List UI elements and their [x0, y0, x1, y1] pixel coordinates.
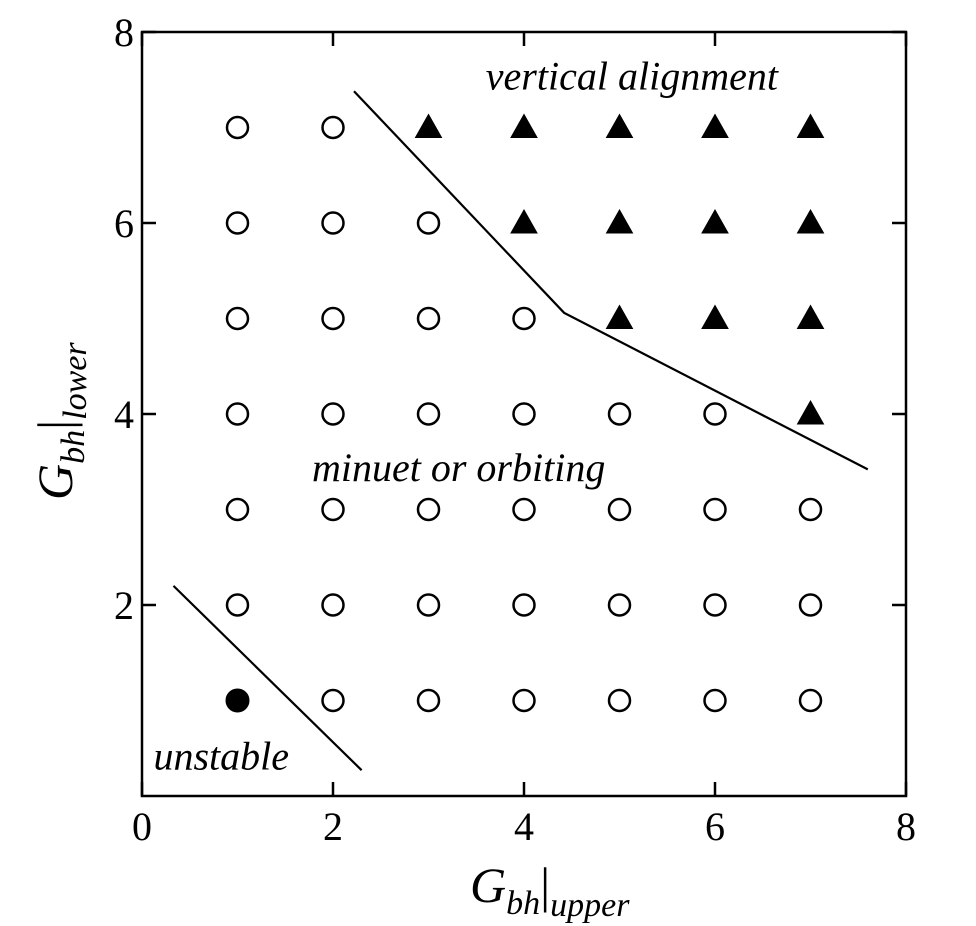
open-circle-point — [225, 115, 250, 140]
regime-boundary-line — [353, 90, 869, 471]
open-circle-point — [607, 593, 632, 617]
open-circle-point — [798, 688, 823, 713]
open-circle-point — [607, 402, 632, 426]
filled-triangle-point — [796, 304, 825, 329]
open-circle-point — [321, 497, 345, 522]
open-circle-point — [798, 497, 823, 522]
open-circle-point — [703, 402, 727, 426]
open-circle-point — [225, 497, 250, 522]
open-circle-point — [512, 402, 536, 426]
open-circle-point — [512, 593, 536, 617]
open-circle-point — [703, 497, 727, 522]
filled-triangle-point — [796, 399, 825, 425]
y-tick-label: 2 — [114, 583, 134, 628]
region-annotation: unstable — [153, 733, 289, 778]
y-tick-label: 4 — [114, 392, 134, 437]
filled-triangle-point — [796, 208, 825, 234]
y-axis-label: Gbh|lower — [27, 342, 94, 500]
open-circle-point — [607, 688, 632, 713]
open-circle-point — [416, 497, 441, 522]
x-axis-label: Gbh|upper — [470, 857, 630, 924]
open-circle-point — [512, 497, 536, 522]
open-circle-point — [416, 211, 441, 235]
open-circle-point — [703, 688, 727, 713]
regime-boundary-line — [172, 585, 363, 771]
filled-triangle-point — [605, 304, 634, 329]
open-circle-point — [416, 402, 441, 426]
filled-triangle-point — [605, 113, 634, 138]
open-circle-point — [225, 593, 250, 617]
y-tick-label: 6 — [114, 201, 134, 246]
x-tick-label: 8 — [896, 804, 916, 849]
filled-triangle-point — [701, 304, 729, 329]
open-circle-point — [321, 593, 345, 617]
x-tick-label: 6 — [705, 804, 725, 849]
data-markers — [225, 113, 825, 713]
filled-circle-point — [225, 688, 250, 713]
open-circle-point — [321, 402, 345, 426]
open-circle-point — [416, 593, 441, 617]
x-tick-label: 2 — [323, 804, 343, 849]
filled-triangle-point — [701, 113, 729, 138]
y-tick-label: 8 — [114, 10, 134, 55]
region-annotation: minuet or orbiting — [312, 445, 605, 490]
region-annotation: vertical alignment — [486, 53, 779, 98]
open-circle-point — [321, 688, 345, 713]
x-tick-label: 0 — [132, 804, 152, 849]
open-circle-point — [512, 306, 536, 331]
open-circle-point — [416, 688, 441, 713]
x-tick-label: 4 — [514, 804, 534, 849]
open-circle-point — [321, 115, 345, 140]
tick-labels: 0 2 4 6 8 2 4 6 8 — [114, 10, 916, 849]
filled-triangle-point — [605, 208, 634, 234]
open-circle-point — [321, 306, 345, 331]
region-annotations: vertical alignment minuet or orbiting unst… — [153, 53, 778, 778]
open-circle-point — [225, 211, 250, 235]
open-circle-point — [607, 497, 632, 522]
open-circle-point — [416, 306, 441, 331]
open-circle-point — [225, 306, 250, 331]
open-circle-point — [798, 593, 823, 617]
regime-boundaries — [172, 90, 869, 771]
filled-triangle-point — [414, 113, 443, 138]
filled-triangle-point — [510, 113, 538, 138]
axis-ticks — [140, 30, 908, 796]
filled-triangle-point — [510, 208, 538, 234]
open-circle-point — [321, 211, 345, 235]
filled-triangle-point — [796, 113, 825, 138]
open-circle-point — [703, 593, 727, 617]
filled-triangle-point — [701, 208, 729, 234]
open-circle-point — [225, 402, 250, 426]
open-circle-point — [512, 688, 536, 713]
